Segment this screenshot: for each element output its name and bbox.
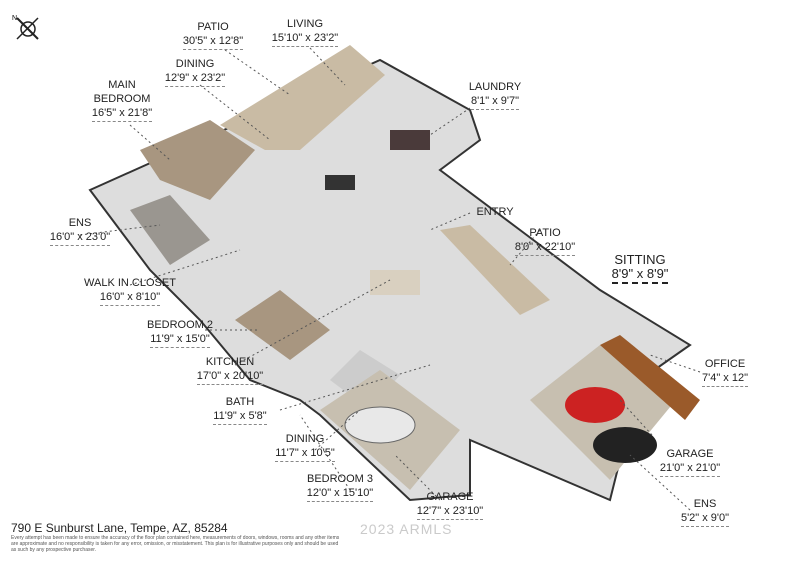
living-furniture	[390, 130, 430, 150]
main-bedroom-floor	[140, 120, 255, 200]
car-white	[344, 406, 416, 444]
cabinets	[600, 335, 700, 420]
bedroom2-floor	[235, 290, 330, 360]
label-entry: ENTRY	[476, 206, 514, 218]
car-black	[593, 427, 657, 463]
disclaimer-text: Every attempt has been made to ensure th…	[11, 535, 340, 553]
north-compass: N	[12, 12, 42, 47]
patio-side	[440, 225, 550, 315]
dining-table	[325, 175, 355, 190]
patio-rear	[220, 45, 385, 150]
watermark: 2023 ARMLS	[360, 521, 453, 537]
ens-floor	[130, 195, 210, 265]
compass-north-label: N	[12, 15, 17, 22]
car-red	[565, 387, 625, 423]
kitchen-island	[370, 270, 420, 295]
property-address: 790 E Sunburst Lane, Tempe, AZ, 85284	[11, 521, 228, 535]
